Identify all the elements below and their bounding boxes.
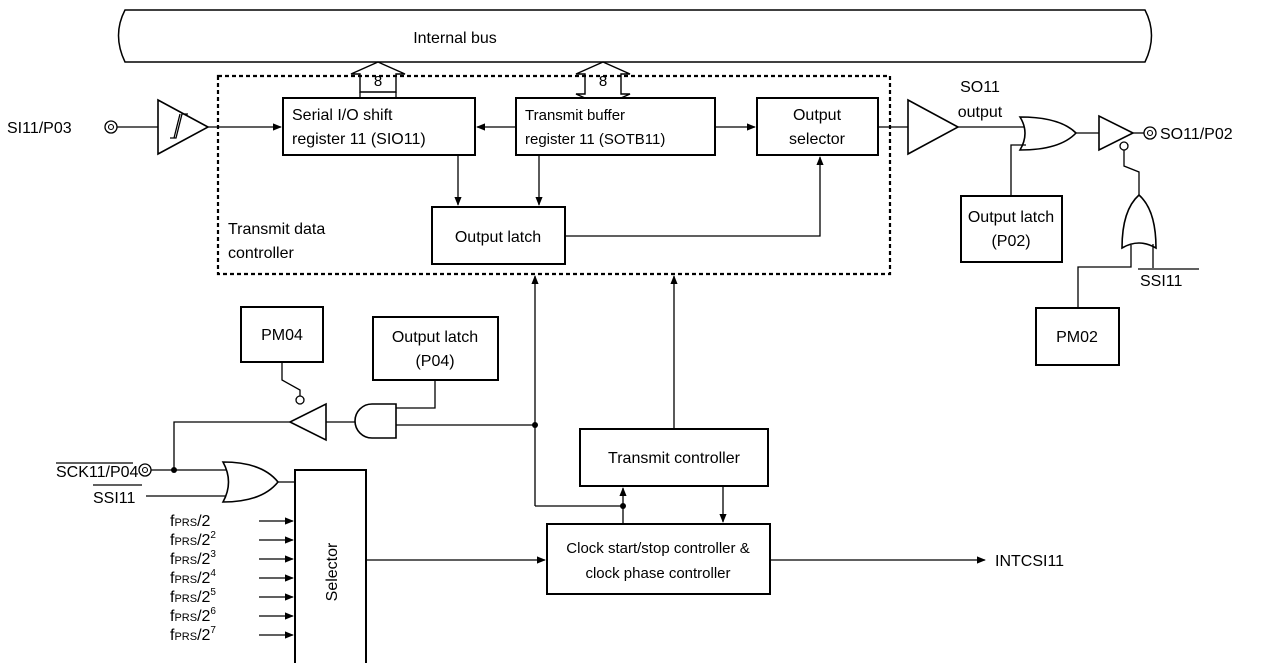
clock-selector: [294, 469, 367, 663]
sio11-label-2: register 11 (SIO11): [292, 131, 426, 148]
sio11-register: [282, 97, 476, 156]
clock-controller-label-1: Clock start/stop controller &: [566, 540, 749, 557]
internal-wiring: [454, 123, 824, 237]
output-selector-label-1: Output: [793, 107, 842, 124]
clock-controller-label-2: clock phase controller: [585, 565, 730, 582]
so11-pin: [1143, 126, 1157, 140]
clock-input-label: fPRS/23: [170, 549, 216, 568]
output-latch-p04-label-2: (P04): [415, 353, 454, 370]
transmit-controller-label: Transmit controller: [608, 450, 741, 467]
intcsi11-label: INTCSI11: [995, 553, 1064, 570]
output-latch-p02-label-1: Output latch: [968, 209, 1054, 226]
clock-input-label: fPRS/2: [170, 513, 211, 530]
so11-output-label-2: output: [958, 104, 1003, 121]
bus-width-label-sotb: 8: [599, 73, 607, 90]
schmitt-buffer: [157, 98, 210, 156]
ssi11-left-label: SSI11: [93, 490, 136, 507]
so11-label: SO11/P02: [1160, 126, 1233, 143]
so11-output-buffer: [907, 98, 960, 156]
output-latch-internal-label: Output latch: [455, 229, 541, 246]
transmit-data-controller-region: [216, 74, 892, 276]
output-latch-internal: [431, 206, 566, 265]
ssi11-right-label: SSI11: [1140, 273, 1183, 290]
clock-input-label: fPRS/25: [170, 587, 216, 606]
si11-pin: [104, 120, 118, 134]
pm04-label: PM04: [261, 327, 303, 344]
or-gate-sck: [221, 461, 280, 503]
or-gate-so: [1018, 116, 1078, 151]
so11-output-label-1: SO11: [960, 79, 1000, 96]
sotb11-label-2: register 11 (SOTB11): [525, 131, 665, 148]
clock-controller: [546, 523, 771, 595]
bus-width-label-sio: 8: [374, 73, 382, 90]
pm02-label: PM02: [1056, 329, 1098, 346]
bus-arrow-sio: 8: [350, 61, 406, 120]
clock-input-label: fPRS/22: [170, 530, 216, 549]
tristate-buffer-so: [1098, 114, 1135, 152]
clock-input-label: fPRS/24: [170, 568, 216, 587]
internal-bus-label: Internal bus: [413, 30, 497, 47]
tristate-buffer-sck: [288, 402, 327, 442]
control-wiring: [531, 275, 727, 524]
selector-label: Selector: [324, 542, 341, 601]
clock-input-label: fPRS/27: [170, 625, 216, 644]
si11-label: SI11/P03: [7, 120, 72, 137]
and-gate-sck: [354, 403, 397, 439]
or-gate-enable: [1121, 193, 1157, 250]
output-latch-p04-label-1: Output latch: [392, 329, 478, 346]
transmit-data-controller-label-1: Transmit data: [228, 221, 325, 238]
sck11-pin: [138, 463, 152, 477]
sio11-label-1: Serial I/O shift: [292, 107, 393, 124]
clock-input-list: fPRS/2fPRS/22fPRS/23fPRS/24fPRS/25fPRS/2…: [170, 513, 294, 644]
internal-bus: Internal bus: [117, 9, 1153, 63]
output-latch-p04: [372, 316, 499, 381]
clock-input-label: fPRS/26: [170, 606, 216, 625]
output-latch-p02-label-2: (P02): [991, 233, 1030, 250]
output-selector-label-2: selector: [789, 131, 846, 148]
pm02-register: [1035, 307, 1120, 366]
transmit-data-controller-label-2: controller: [228, 245, 294, 262]
sotb11-label-1: Transmit buffer: [525, 107, 625, 124]
sck11-label: SCK11/P04: [56, 464, 139, 481]
output-latch-p02: [960, 195, 1063, 263]
